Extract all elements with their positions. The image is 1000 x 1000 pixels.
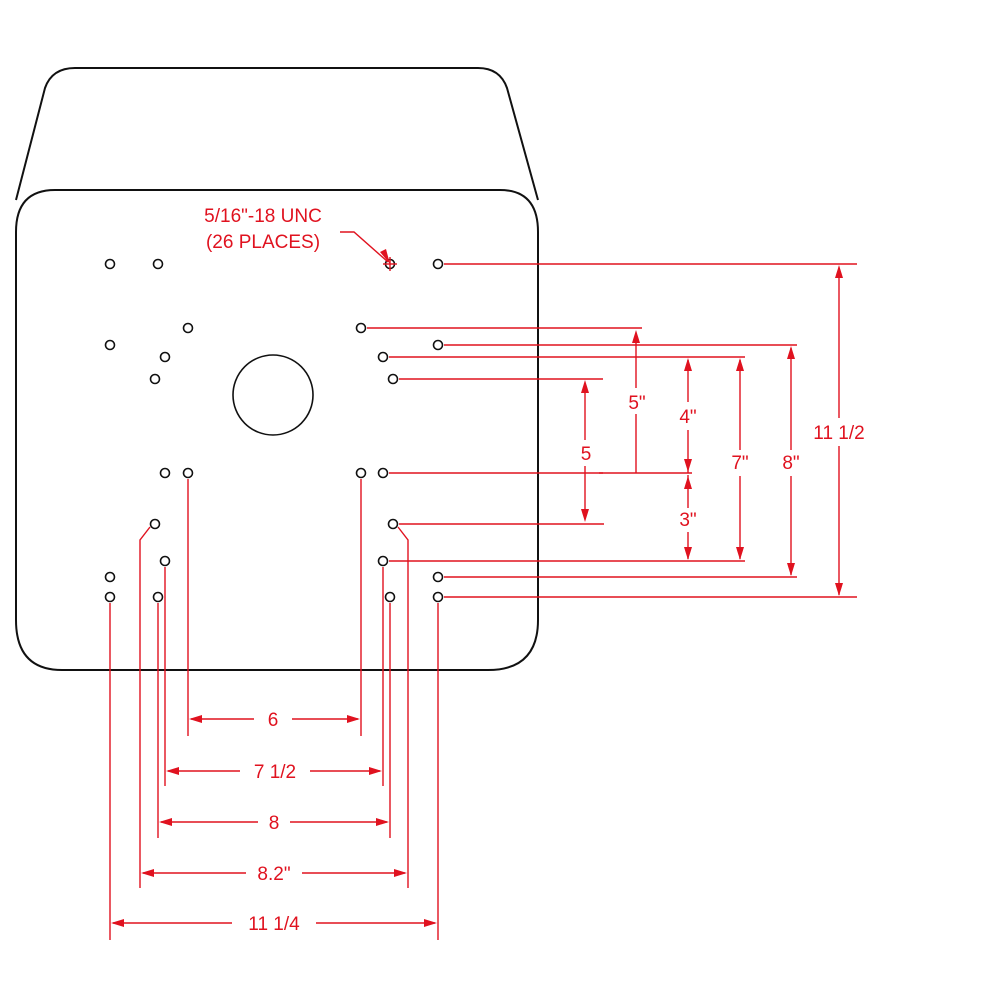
dim-label-8: 8 — [269, 813, 280, 834]
dim-label-5: 5 — [581, 444, 592, 465]
dim-label-7-5: 7 1/2 — [254, 762, 296, 783]
dim-label-3in: 3" — [679, 510, 696, 531]
bolt-hole — [104, 339, 116, 351]
center-hole — [232, 354, 314, 436]
bolt-hole — [432, 591, 444, 603]
bolt-hole — [432, 571, 444, 583]
dim-label-6: 6 — [268, 710, 279, 731]
dim-label-8-2: 8.2" — [257, 864, 290, 885]
bolt-hole — [355, 322, 367, 334]
bolt-hole — [149, 518, 161, 530]
bolt-hole — [377, 351, 389, 363]
bolt-hole — [159, 351, 171, 363]
bolt-hole — [152, 258, 164, 270]
bolt-hole — [152, 591, 164, 603]
places-note: (26 PLACES) — [206, 232, 320, 253]
bolt-hole — [432, 258, 444, 270]
bolt-hole — [377, 467, 389, 479]
bolt-hole — [104, 258, 116, 270]
dim-label-5in: 5" — [628, 393, 645, 414]
dim-label-11-5: 11 1/2 — [813, 423, 864, 444]
bolt-hole — [182, 322, 194, 334]
bolt-hole — [384, 591, 396, 603]
bolt-hole — [159, 467, 171, 479]
dim-label-8in: 8" — [782, 453, 799, 474]
bolt-hole — [355, 467, 367, 479]
bolt-hole — [182, 467, 194, 479]
bolt-hole — [104, 591, 116, 603]
bolt-hole — [387, 373, 399, 385]
horizontal-dimensions: 6 7 1/2 8 8.2" 11 1/4 — [109, 479, 439, 940]
plate-top-face — [15, 67, 539, 201]
bolt-hole — [377, 555, 389, 567]
dim-label-7in: 7" — [731, 453, 748, 474]
bolt-hole — [159, 555, 171, 567]
dim-label-4in: 4" — [679, 407, 696, 428]
dim-label-11-25: 11 1/4 — [248, 914, 300, 935]
vertical-dimensions: 5 5" 4" 3" 7" 8" 11 1/2 — [367, 263, 865, 598]
bolt-hole — [149, 373, 161, 385]
bolt-hole — [432, 339, 444, 351]
thread-leader — [340, 231, 397, 271]
bolt-hole — [387, 518, 399, 530]
thread-note: 5/16"-18 UNC — [204, 206, 322, 227]
bolt-hole — [104, 571, 116, 583]
